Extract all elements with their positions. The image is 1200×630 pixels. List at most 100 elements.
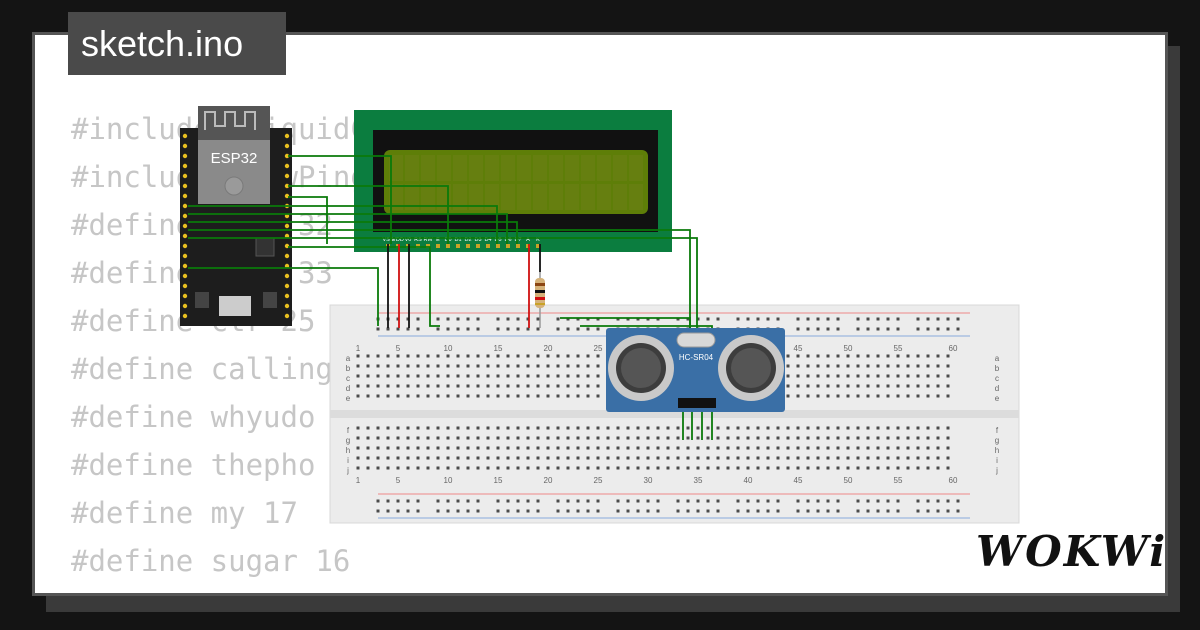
- breadboard-hole: [796, 354, 800, 358]
- col-label: 60: [949, 344, 958, 353]
- breadboard-hole: [806, 364, 810, 368]
- breadboard-hole: [666, 436, 670, 440]
- breadboard-hole: [566, 436, 570, 440]
- breadboard-hole: [736, 426, 740, 430]
- rail-hole: [756, 499, 760, 503]
- esp32-pin: [182, 313, 188, 319]
- rail-hole: [526, 499, 530, 503]
- breadboard-hole: [406, 426, 410, 430]
- rail-hole: [766, 317, 770, 321]
- rail-hole: [716, 509, 720, 513]
- breadboard-hole: [756, 436, 760, 440]
- breadboard-hole: [656, 436, 660, 440]
- breadboard-hole: [866, 426, 870, 430]
- file-name-tab[interactable]: sketch.ino: [68, 12, 286, 75]
- esp32-pin: [182, 293, 188, 299]
- breadboard-hole: [916, 394, 920, 398]
- breadboard-hole: [826, 374, 830, 378]
- breadboard-hole: [856, 446, 860, 450]
- code-line: #define babie 13: [71, 585, 525, 593]
- breadboard-hole: [806, 374, 810, 378]
- rail-hole: [536, 327, 540, 331]
- breadboard-hole: [396, 466, 400, 470]
- breadboard-hole: [376, 354, 380, 358]
- breadboard-hole: [826, 456, 830, 460]
- esp32-pin: [182, 133, 188, 139]
- breadboard-hole: [516, 426, 520, 430]
- breadboard-hole: [526, 384, 530, 388]
- breadboard-hole: [376, 436, 380, 440]
- lcd-pin: [526, 244, 530, 248]
- esp32-pin: [284, 303, 290, 309]
- rail-hole: [506, 317, 510, 321]
- breadboard-hole: [526, 466, 530, 470]
- breadboard-hole: [896, 394, 900, 398]
- rail-hole: [406, 509, 410, 513]
- breadboard-hole: [796, 394, 800, 398]
- esp32-pin: [284, 293, 290, 299]
- rail-hole: [796, 327, 800, 331]
- breadboard-hole: [946, 374, 950, 378]
- breadboard-hole: [376, 384, 380, 388]
- rail-hole: [886, 327, 890, 331]
- rail-hole: [866, 317, 870, 321]
- breadboard-hole: [866, 374, 870, 378]
- rail-hole: [676, 509, 680, 513]
- breadboard-hole: [706, 436, 710, 440]
- breadboard-hole: [506, 426, 510, 430]
- breadboard-hole: [636, 456, 640, 460]
- breadboard-hole: [706, 426, 710, 430]
- breadboard-hole: [386, 456, 390, 460]
- rail-hole: [386, 509, 390, 513]
- rail-hole: [936, 509, 940, 513]
- esp32-board[interactable]: ESP32: [180, 106, 292, 326]
- rail-hole: [866, 327, 870, 331]
- rail-hole: [376, 327, 380, 331]
- breadboard-hole: [366, 446, 370, 450]
- breadboard-hole: [886, 354, 890, 358]
- breadboard-hole: [566, 426, 570, 430]
- rail-hole: [506, 509, 510, 513]
- breadboard-hole: [796, 466, 800, 470]
- breadboard-hole: [886, 384, 890, 388]
- breadboard-hole: [736, 446, 740, 450]
- rail-hole: [506, 327, 510, 331]
- breadboard-hole: [886, 374, 890, 378]
- breadboard-hole: [406, 364, 410, 368]
- row-label: h: [995, 446, 999, 455]
- breadboard-hole: [356, 374, 360, 378]
- breadboard-hole: [836, 364, 840, 368]
- col-label: 10: [444, 344, 453, 353]
- breadboard-hole: [516, 364, 520, 368]
- breadboard-hole: [876, 354, 880, 358]
- rail-hole: [556, 327, 560, 331]
- row-label: c: [346, 374, 350, 383]
- breadboard-hole: [556, 426, 560, 430]
- rail-hole: [506, 499, 510, 503]
- rail-hole: [586, 317, 590, 321]
- rail-hole: [956, 509, 960, 513]
- breadboard-hole: [556, 354, 560, 358]
- breadboard-hole: [646, 446, 650, 450]
- breadboard-hole: [436, 354, 440, 358]
- breadboard-hole: [796, 374, 800, 378]
- rail-hole: [376, 509, 380, 513]
- breadboard-hole: [436, 364, 440, 368]
- breadboard-hole: [446, 466, 450, 470]
- breadboard-hole: [546, 466, 550, 470]
- row-label: a: [346, 354, 351, 363]
- breadboard-hole: [386, 394, 390, 398]
- ultrasonic-sensor[interactable]: HC-SR04: [606, 328, 785, 412]
- breadboard-hole: [446, 456, 450, 460]
- breadboard-hole: [406, 436, 410, 440]
- breadboard-hole: [406, 446, 410, 450]
- breadboard-hole: [946, 364, 950, 368]
- breadboard-hole: [516, 354, 520, 358]
- breadboard-hole: [766, 426, 770, 430]
- rail-hole: [896, 327, 900, 331]
- breadboard-hole: [536, 446, 540, 450]
- breadboard-hole: [726, 436, 730, 440]
- breadboard-hole: [406, 394, 410, 398]
